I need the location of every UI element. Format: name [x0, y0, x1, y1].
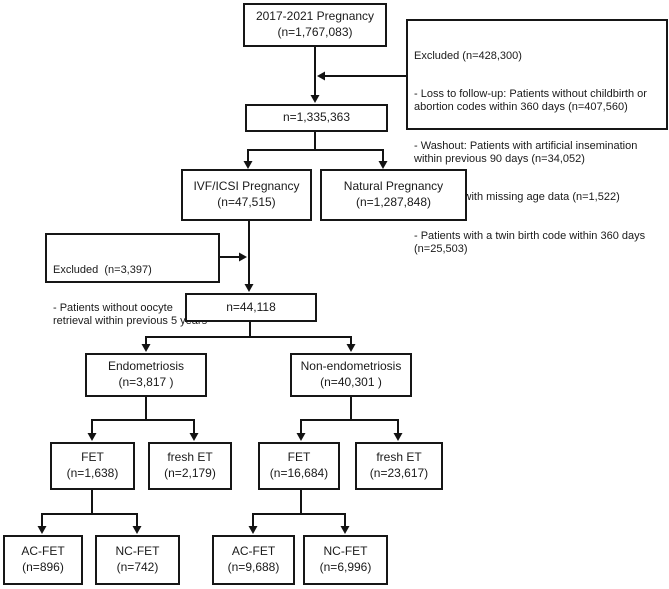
connector-exclusion-left	[220, 252, 247, 262]
connector-endo-branch	[87, 397, 199, 441]
node-nonendo-nc-fet: NC-FET (n=6,996)	[303, 535, 388, 585]
node-2017-2021-pregnancy: 2017-2021 Pregnancy (n=1,767,083)	[243, 3, 387, 47]
node-count: (n=1,767,083)	[277, 25, 353, 39]
connector-n2-branch	[141, 322, 356, 352]
node-natural-pregnancy: Natural Pregnancy (n=1,287,848)	[320, 169, 467, 221]
node-count: (n=742)	[116, 560, 159, 574]
node-endometriosis: Endometriosis (n=3,817 )	[85, 353, 207, 397]
connector-nonendo-fet-branch	[248, 490, 350, 534]
exclusion-item: - Patients without oocyte retrieval with…	[53, 302, 208, 328]
connector-n1-branch	[243, 132, 388, 169]
node-count: (n=2,179)	[164, 466, 216, 480]
exclusion-item: - Patients with a twin birth code within…	[414, 229, 649, 255]
exclusion-box-right: Excluded (n=428,300) - Loss to follow-up…	[406, 19, 668, 255]
node-endo-fresh-et: fresh ET (n=2,179)	[148, 442, 232, 490]
node-after-exclusion-2: n=44,118	[185, 293, 317, 322]
node-label: NC-FET	[323, 544, 368, 559]
node-count: n=1,335,363	[282, 110, 351, 125]
node-count: (n=1,287,848)	[355, 195, 432, 209]
connector-nonendo-branch	[296, 397, 403, 441]
node-count: (n=16,684)	[269, 466, 329, 480]
node-non-endometriosis: Non-endometriosis (n=40,301 )	[290, 353, 412, 397]
node-count: (n=6,996)	[319, 560, 372, 574]
node-count: (n=40,301 )	[320, 375, 382, 389]
exclusion-title: Excluded (n=3,397)	[53, 263, 152, 276]
exclusion-item: - Washout: Patients with artificial inse…	[414, 139, 641, 165]
node-label: Natural Pregnancy	[343, 179, 444, 194]
node-label: FET	[287, 450, 311, 465]
node-label: NC-FET	[115, 544, 160, 559]
connector-exclusion-right	[317, 71, 406, 81]
node-label: IVF/ICSI Pregnancy	[193, 179, 300, 194]
node-endo-ac-fet: AC-FET (n=896)	[3, 535, 83, 585]
node-count: (n=1,638)	[66, 466, 119, 480]
node-ivf-icsi-pregnancy: IVF/ICSI Pregnancy (n=47,515)	[181, 169, 312, 221]
exclusion-title: Excluded (n=428,300)	[414, 49, 522, 62]
node-label: 2017-2021 Pregnancy	[255, 9, 375, 24]
node-endo-fet: FET (n=1,638)	[50, 442, 135, 490]
node-count: n=44,118	[226, 299, 276, 314]
node-count: (n=9,688)	[227, 560, 280, 574]
node-label: AC-FET	[21, 544, 65, 559]
node-endo-nc-fet: NC-FET (n=742)	[95, 535, 180, 585]
connector-top-to-n1	[310, 47, 320, 103]
exclusion-item: - Loss to follow-up: Patients without ch…	[414, 88, 651, 114]
node-count: (n=47,515)	[217, 195, 276, 209]
node-label: Non-endometriosis	[300, 359, 402, 374]
node-after-exclusion-1: n=1,335,363	[245, 104, 388, 132]
node-label: Endometriosis	[107, 359, 185, 374]
node-label: fresh ET	[376, 450, 422, 465]
node-count: (n=23,617)	[369, 466, 429, 480]
node-nonendo-fet: FET (n=16,684)	[258, 442, 340, 490]
connector-ivf-to-n2	[244, 221, 254, 292]
node-count: (n=896)	[22, 560, 64, 574]
node-nonendo-fresh-et: fresh ET (n=23,617)	[355, 442, 443, 490]
node-count: (n=3,817 )	[118, 375, 174, 389]
node-label: fresh ET	[167, 450, 213, 465]
node-label: AC-FET	[231, 544, 276, 559]
exclusion-box-left: Excluded (n=3,397) - Patients without oo…	[45, 233, 220, 327]
node-label: FET	[81, 450, 104, 465]
node-nonendo-ac-fet: AC-FET (n=9,688)	[212, 535, 295, 585]
connector-endo-fet-branch	[37, 490, 142, 534]
